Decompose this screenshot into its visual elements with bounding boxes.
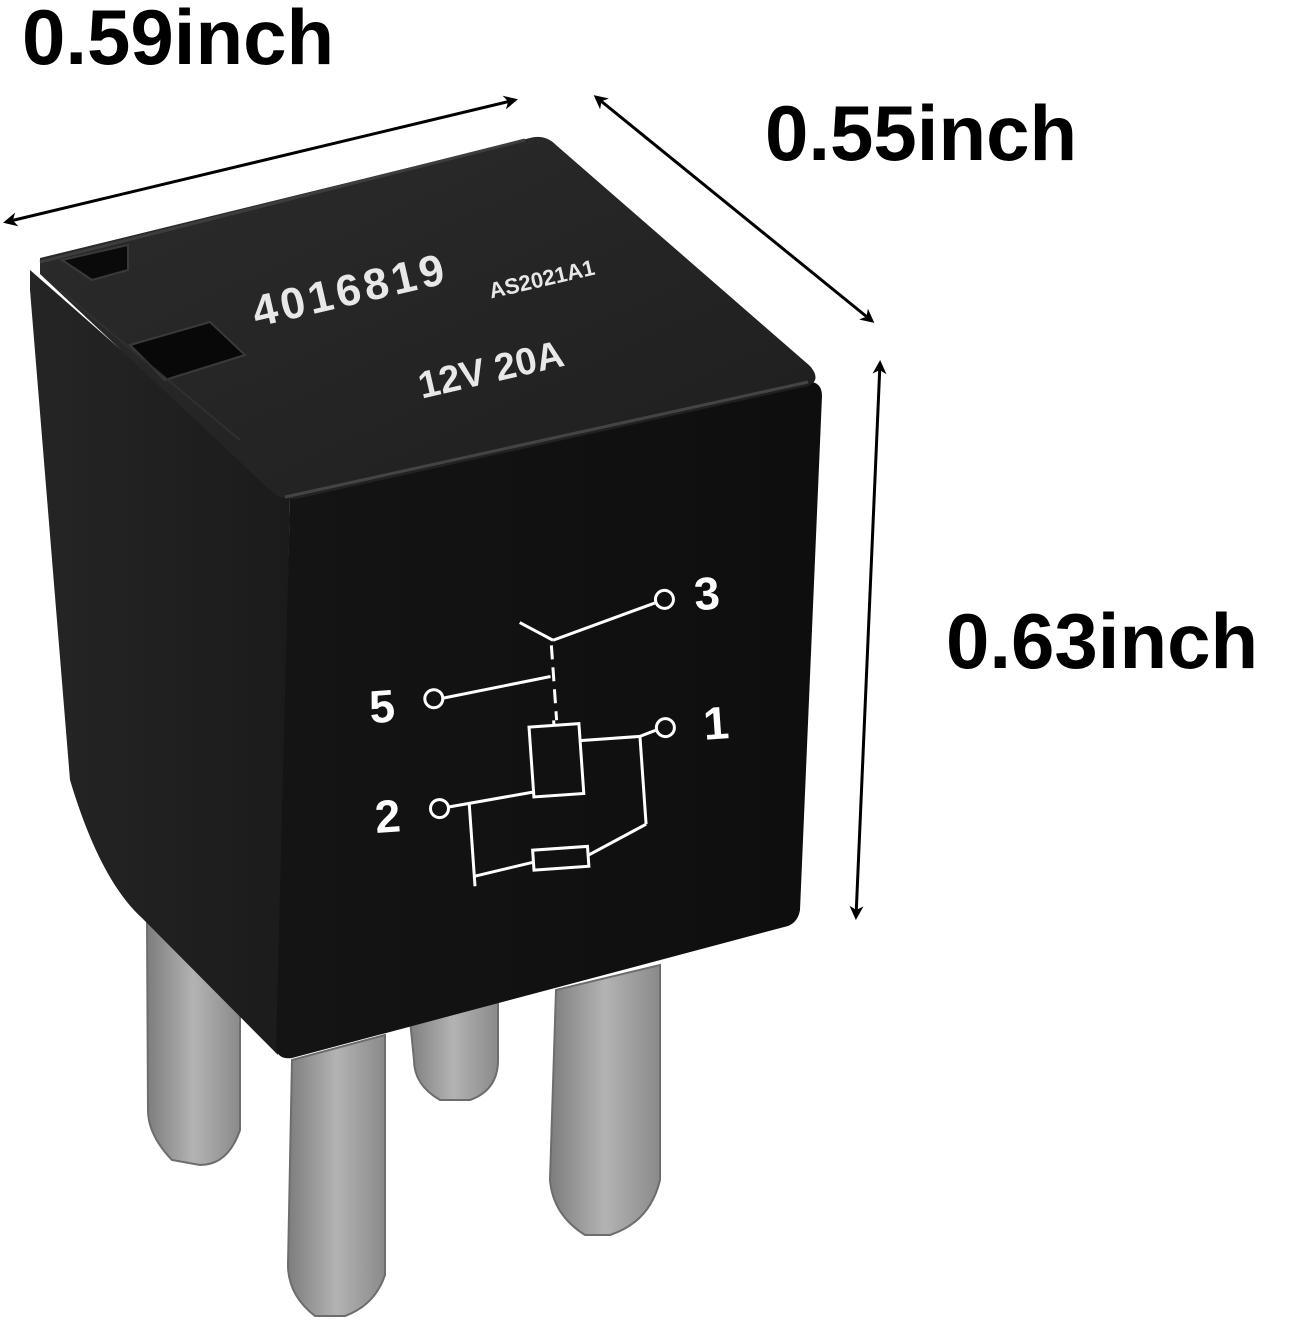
height-arrow (849, 360, 887, 920)
pin-label-5: 5 (367, 680, 396, 734)
pin-label-2: 2 (373, 789, 402, 843)
height-label: 0.63inch (946, 597, 1258, 685)
depth-label: 0.55inch (765, 89, 1077, 177)
terminal-back-right (406, 999, 499, 1101)
relay-front-face (276, 382, 822, 1059)
resistor-symbol (531, 844, 591, 872)
pin-label-1: 1 (701, 696, 730, 750)
pin-2-terminal (428, 798, 450, 820)
depth-arrow (593, 95, 875, 323)
pin-5-terminal (423, 688, 445, 710)
latch-slot (59, 243, 129, 282)
relay-body (30, 136, 822, 1059)
relay-side-face (30, 270, 290, 1055)
width-arrow (3, 95, 518, 227)
terminal-front-left (286, 1033, 386, 1317)
width-label: 0.59inch (22, 0, 334, 81)
pin-3-terminal (653, 588, 675, 610)
wiring-schematic: 3 5 1 2 (367, 567, 731, 887)
pin-1-terminal (654, 717, 676, 739)
relay-top-face (40, 136, 816, 499)
pin-label-3: 3 (692, 567, 721, 621)
terminal-front-right (548, 963, 661, 1236)
